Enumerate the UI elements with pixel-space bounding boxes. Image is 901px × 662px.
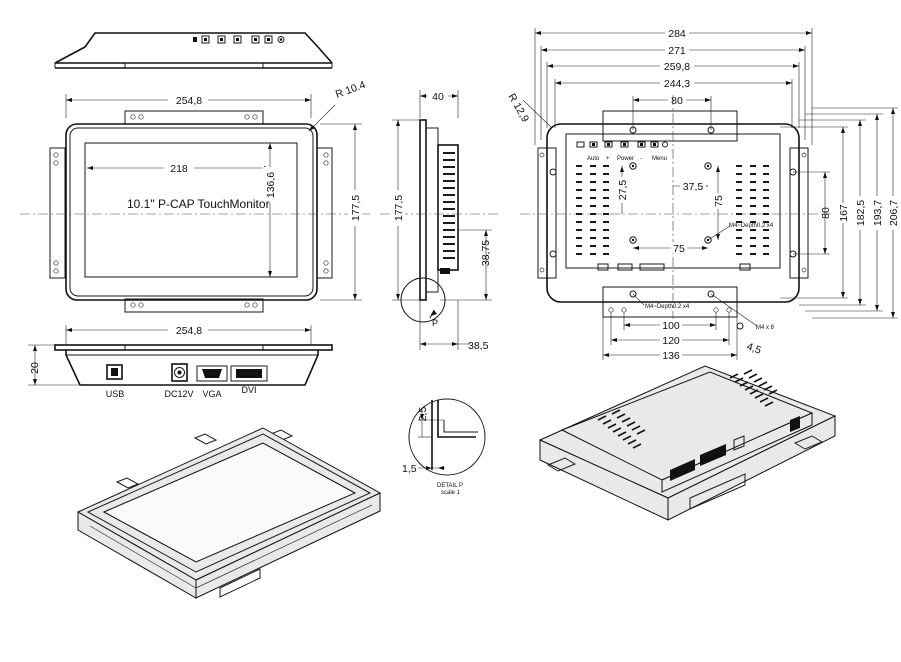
- detail-marker-p: P: [432, 318, 438, 328]
- dc-label: DC12V: [164, 389, 193, 399]
- rear-vent-slots-left: [576, 165, 609, 255]
- dim-active-height: 136,6: [265, 172, 277, 198]
- side-view: 40 177,5: [380, 90, 500, 352]
- dim-rear-271: 271: [668, 45, 686, 57]
- dim-side-bottom-depth: 38,5: [468, 340, 489, 352]
- dim-rear-193: 193,7: [872, 200, 884, 226]
- dim-bottom-height: 20: [29, 362, 41, 374]
- usb-label: USB: [106, 389, 125, 399]
- dim-rear-37: 37,5: [683, 181, 704, 193]
- dvi-port: DVI: [230, 365, 268, 395]
- dim-rear-45: 4,5: [745, 341, 763, 357]
- usb-port: USB: [106, 364, 125, 399]
- note-m4-x8: M4 x 8: [756, 325, 775, 331]
- dim-rear-284: 284: [668, 28, 686, 40]
- detail-p-scale: scale 1: [441, 490, 461, 496]
- dim-rear-75-h: 75: [673, 243, 685, 255]
- rear-view: 284 271 259,8 244,3 80: [505, 27, 900, 362]
- dim-rear-182: 182,5: [855, 200, 867, 226]
- dim-rear-120: 120: [662, 335, 680, 347]
- button-label-menu: Menu: [652, 156, 667, 162]
- product-title-label: 10.1" P-CAP TouchMonitor: [127, 197, 270, 211]
- dim-side-depth: 40: [432, 91, 444, 103]
- front-isometric-view: [76, 427, 382, 599]
- dim-bottom-width: 254,8: [176, 325, 202, 337]
- bottom-view: 254,8 20 USB DC12V VGA: [28, 324, 333, 399]
- rear-vent-slots-right: [736, 165, 769, 255]
- dim-side-height: 177,5: [393, 195, 405, 221]
- dim-detail-25: 2,5: [417, 407, 429, 422]
- dim-rear-259: 259,8: [664, 61, 690, 73]
- top-view-buttons: [193, 35, 285, 44]
- dim-side-offset: 38,75: [480, 240, 492, 266]
- rear-width-dimensions: 284 271 259,8 244,3 80: [534, 27, 813, 145]
- side-vent-slots: [443, 152, 455, 259]
- dim-rear-80-right: 80: [820, 207, 832, 219]
- dim-rear-80-top: 80: [671, 95, 683, 107]
- dc-port: DC12V: [164, 363, 194, 399]
- button-label-plus: +: [606, 156, 610, 162]
- rear-buttons: Auto + Power - Menu: [576, 141, 668, 162]
- rear-bracket-dimensions: 100 120 136: [602, 312, 738, 362]
- top-view: [54, 32, 333, 69]
- dim-rear-100: 100: [662, 320, 680, 332]
- dim-front-width: 254,8: [176, 95, 202, 107]
- vga-port: VGA: [196, 365, 228, 399]
- dim-detail-15: 1,5: [402, 463, 417, 475]
- button-label-minus: -: [640, 156, 642, 162]
- note-m4-depth-a: M4~Depth0.2 x4: [729, 223, 774, 229]
- dim-corner-radius: R 10.4: [334, 79, 367, 101]
- rear-iso-vents: [597, 369, 778, 449]
- rear-height-dimensions: 80 167 182,5 193,7 206,7: [780, 107, 900, 319]
- rear-isometric-view: [538, 365, 837, 521]
- detail-p-view: 2,5 1,5 DETAIL P scale 1: [402, 398, 486, 496]
- dim-rear-244: 244,3: [664, 78, 690, 90]
- button-label-power: Power: [617, 156, 634, 162]
- dim-front-height: 177,5: [350, 195, 362, 221]
- dim-rear-136: 136: [662, 350, 680, 362]
- detail-p-caption: DETAIL P: [437, 483, 463, 489]
- dim-rear-27: 27,5: [617, 180, 629, 201]
- dim-rear-167: 167: [838, 204, 850, 222]
- note-m4-depth-b: M4~Depth0.2 x4: [645, 304, 690, 310]
- button-label-auto: Auto: [587, 156, 600, 162]
- vga-label: VGA: [202, 389, 221, 399]
- dim-rear-75-v: 75: [713, 195, 725, 207]
- dvi-label: DVI: [241, 385, 256, 395]
- front-view: 254,8 R 10.4 218: [20, 79, 370, 313]
- dim-rear-radius: R 12,9: [505, 92, 531, 125]
- dim-rear-206: 206,7: [888, 200, 900, 226]
- dim-active-width: 218: [170, 163, 188, 175]
